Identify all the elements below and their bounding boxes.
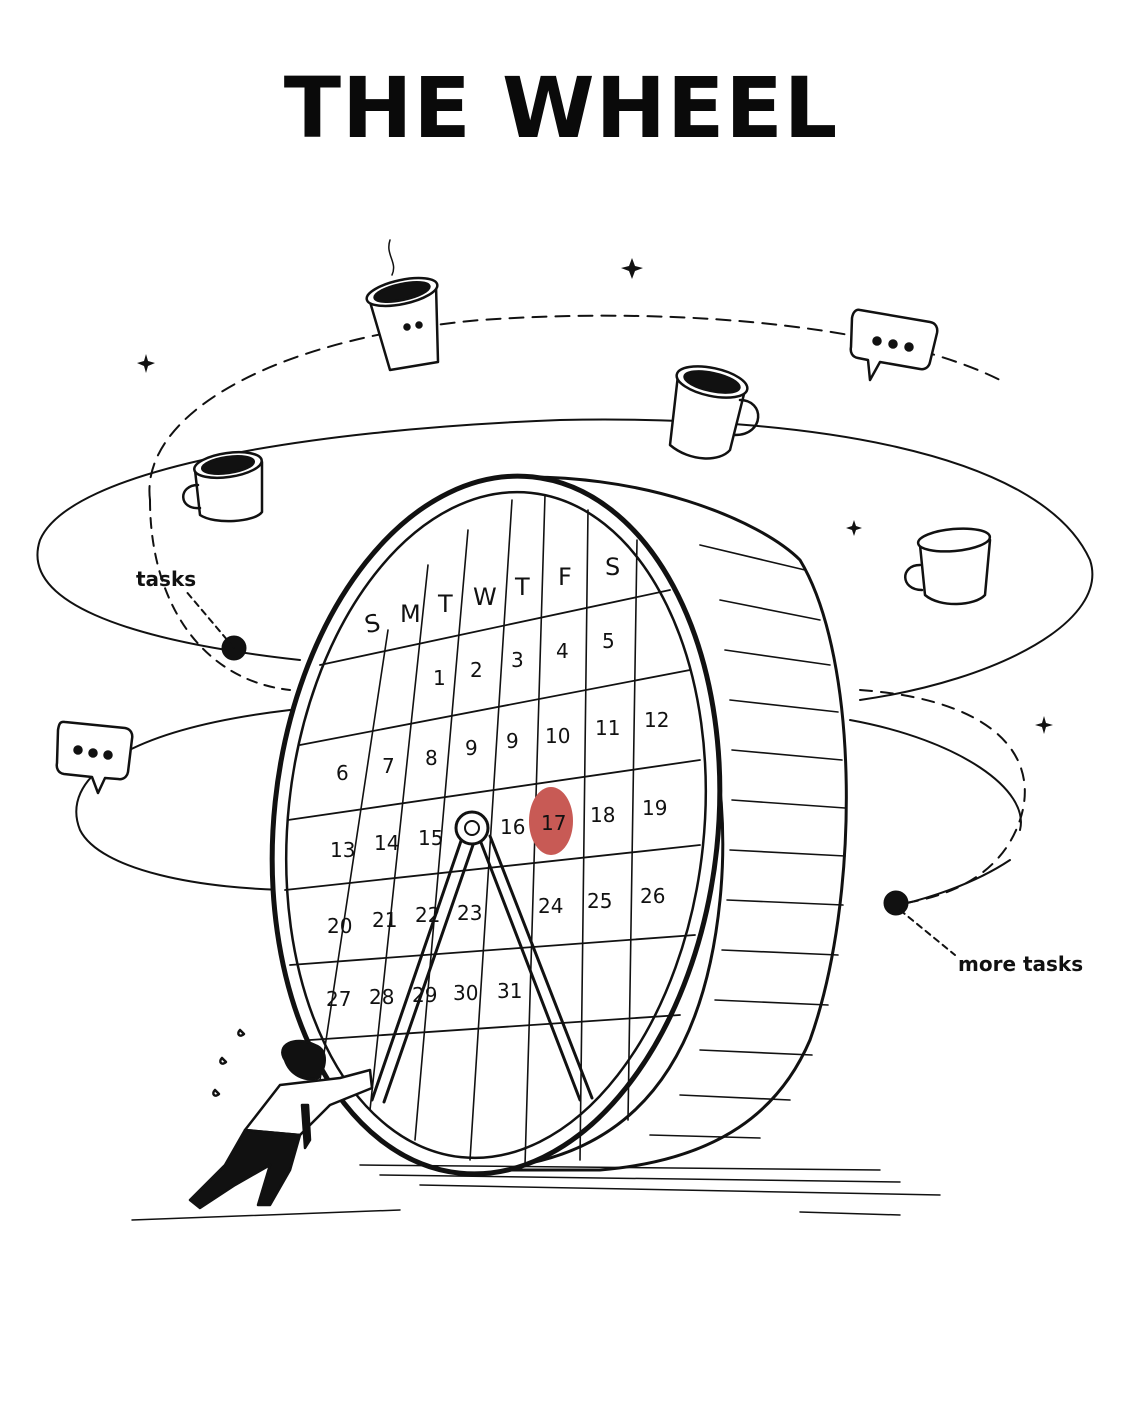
- svg-text:18: 18: [590, 803, 615, 827]
- svg-text:8: 8: [425, 746, 438, 770]
- highlight-circle: [529, 787, 573, 855]
- svg-text:3: 3: [511, 648, 524, 672]
- svg-text:9: 9: [506, 729, 519, 753]
- svg-text:6: 6: [336, 761, 349, 785]
- calendar-days: 1 2 3 4 5 6 7 8 9 9 10 11 12 13 14 15 16…: [326, 629, 669, 1011]
- speech-bubble-icon: [849, 308, 939, 382]
- svg-text:15: 15: [418, 826, 443, 850]
- tasks-label: tasks: [136, 567, 197, 591]
- sparkle-icon: [137, 258, 1053, 734]
- weekday-tue: T: [437, 590, 453, 618]
- svg-text:7: 7: [382, 754, 395, 778]
- highlighted-day: 17: [541, 811, 566, 835]
- svg-text:31: 31: [497, 979, 522, 1003]
- ground-shadow: [131, 1164, 941, 1221]
- svg-text:29: 29: [412, 983, 437, 1007]
- svg-text:12: 12: [644, 708, 669, 732]
- svg-text:13: 13: [330, 838, 355, 862]
- weekday-sat: S: [605, 553, 620, 581]
- weekday-sun: S: [362, 609, 383, 640]
- more-tasks-label: more tasks: [958, 952, 1084, 976]
- svg-text:30: 30: [453, 981, 478, 1005]
- svg-text:14: 14: [374, 831, 399, 855]
- svg-text:2: 2: [470, 658, 483, 682]
- svg-text:11: 11: [595, 716, 620, 740]
- svg-text:9: 9: [465, 736, 478, 760]
- calendar-weekdays: S M T W T F S: [362, 553, 620, 639]
- svg-text:22: 22: [415, 903, 440, 927]
- wheel-face: [269, 473, 723, 1177]
- svg-text:26: 26: [640, 884, 665, 908]
- coffee-mug-icon: [182, 450, 264, 523]
- speech-bubble-icon: [55, 720, 134, 795]
- coffee-cup-lid-icon: [904, 527, 992, 606]
- coffee-mug-icon: [668, 365, 760, 460]
- svg-text:27: 27: [326, 987, 351, 1011]
- weekday-mon: M: [400, 600, 421, 628]
- coffee-cup-icon: [365, 239, 440, 372]
- task-ball-icon: [883, 890, 909, 916]
- svg-text:5: 5: [602, 629, 615, 653]
- svg-text:21: 21: [372, 908, 397, 932]
- weekday-wed: W: [473, 583, 497, 611]
- weekday-thu: T: [514, 573, 530, 601]
- page-title: THE WHEEL: [283, 59, 839, 157]
- svg-text:4: 4: [556, 639, 569, 663]
- svg-text:10: 10: [545, 724, 570, 748]
- person-pushing-icon: [188, 1028, 374, 1210]
- svg-text:20: 20: [327, 914, 352, 938]
- svg-text:19: 19: [642, 796, 667, 820]
- svg-text:1: 1: [433, 666, 446, 690]
- svg-text:24: 24: [538, 894, 563, 918]
- svg-text:25: 25: [587, 889, 612, 913]
- svg-text:28: 28: [369, 985, 394, 1009]
- svg-text:23: 23: [457, 901, 482, 925]
- weekday-fri: F: [558, 563, 572, 591]
- svg-text:16: 16: [500, 815, 525, 839]
